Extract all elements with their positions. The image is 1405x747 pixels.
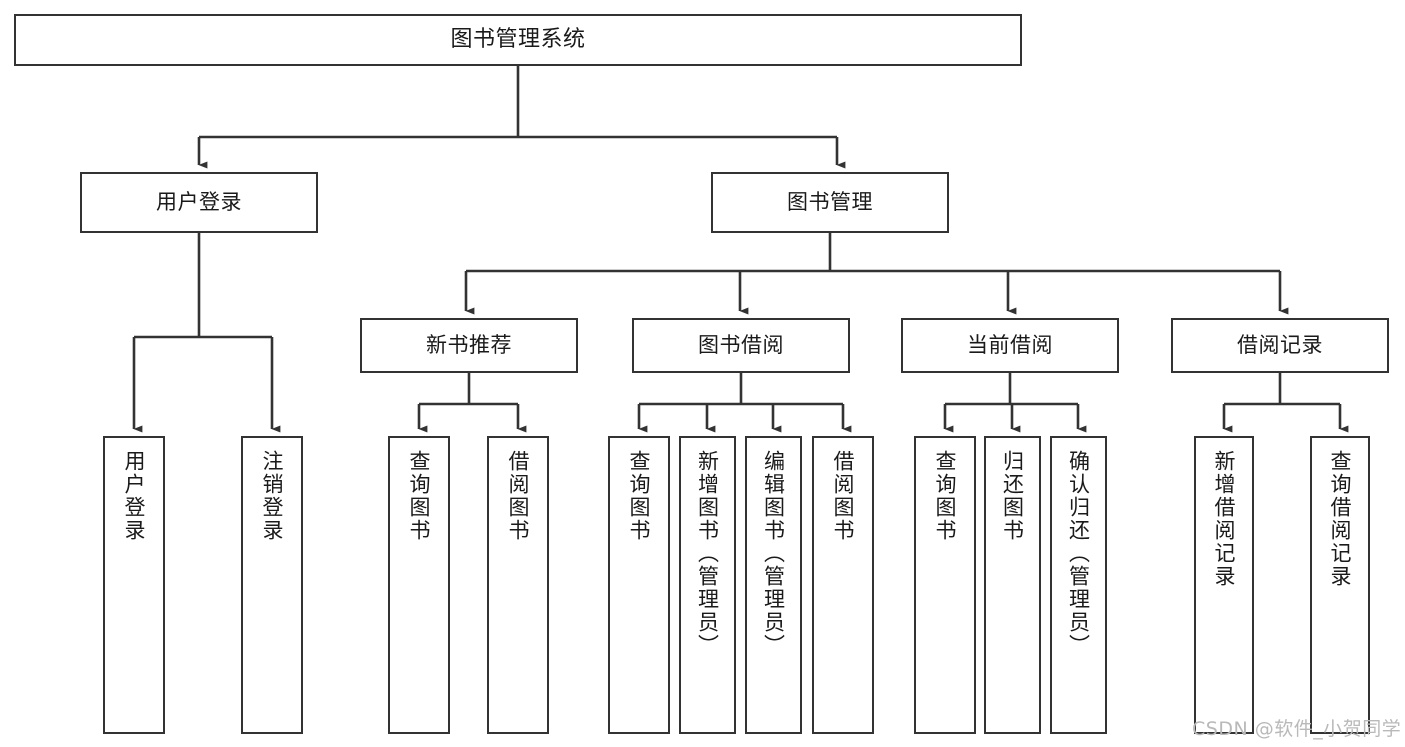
node-fn-return-book-label: 归还图书 <box>1000 450 1025 542</box>
node-fn-confirm-return[interactable]: 确认归还（管理员） <box>1050 436 1107 734</box>
edge-group-user-login <box>132 233 281 433</box>
edge-group-book-borrow <box>637 373 852 433</box>
node-root[interactable]: 图书管理系统 <box>14 14 1022 66</box>
node-fn-edit-book[interactable]: 编辑图书（管理员） <box>745 436 802 734</box>
node-fn-return-book[interactable]: 归还图书 <box>984 436 1041 734</box>
node-new-book-recommend[interactable]: 新书推荐 <box>360 318 578 373</box>
node-book-management-label: 图书管理 <box>787 190 873 215</box>
edge-group-borrow-record <box>1222 373 1349 433</box>
csdn-watermark: CSDN @软件_小贺同学 <box>1192 718 1402 740</box>
node-fn-query-book-recommend[interactable]: 查询图书 <box>388 436 450 734</box>
node-current-borrow-label: 当前借阅 <box>967 333 1053 358</box>
node-borrow-record-label: 借阅记录 <box>1237 333 1323 358</box>
node-fn-query-book-current[interactable]: 查询图书 <box>914 436 976 734</box>
node-fn-user-logout-label: 注销登录 <box>260 450 285 542</box>
node-fn-borrow-book-recommend-label: 借阅图书 <box>506 450 531 542</box>
node-fn-borrow-book[interactable]: 借阅图书 <box>812 436 874 734</box>
node-fn-confirm-return-label: 确认归还（管理员） <box>1066 450 1091 657</box>
node-new-book-recommend-label: 新书推荐 <box>426 333 512 358</box>
node-fn-query-borrow-record-label: 查询借阅记录 <box>1328 450 1353 588</box>
node-fn-query-book-current-label: 查询图书 <box>933 450 958 542</box>
node-fn-borrow-book-recommend[interactable]: 借阅图书 <box>487 436 549 734</box>
node-fn-user-logout[interactable]: 注销登录 <box>241 436 303 734</box>
edge-group-new-book-recommend <box>417 373 527 433</box>
node-fn-add-borrow-record[interactable]: 新增借阅记录 <box>1194 436 1254 734</box>
node-fn-add-borrow-record-label: 新增借阅记录 <box>1212 450 1237 588</box>
node-user-login-label: 用户登录 <box>156 190 242 215</box>
node-fn-query-book-recommend-label: 查询图书 <box>407 450 432 542</box>
node-current-borrow[interactable]: 当前借阅 <box>901 318 1119 373</box>
node-fn-add-book-label: 新增图书（管理员） <box>695 450 720 657</box>
node-book-borrow-label: 图书借阅 <box>698 333 784 358</box>
node-fn-add-book[interactable]: 新增图书（管理员） <box>679 436 736 734</box>
node-fn-edit-book-label: 编辑图书（管理员） <box>761 450 786 657</box>
edge-group-current-borrow <box>943 373 1087 433</box>
node-book-management[interactable]: 图书管理 <box>711 172 949 233</box>
node-fn-user-login-label: 用户登录 <box>122 450 147 542</box>
edge-group-root <box>197 66 846 169</box>
edge-group-book-management <box>464 233 1289 315</box>
node-book-borrow[interactable]: 图书借阅 <box>632 318 850 373</box>
node-borrow-record[interactable]: 借阅记录 <box>1171 318 1389 373</box>
node-fn-query-borrow-record[interactable]: 查询借阅记录 <box>1310 436 1370 734</box>
node-fn-query-book-borrow[interactable]: 查询图书 <box>608 436 670 734</box>
node-fn-borrow-book-label: 借阅图书 <box>831 450 856 542</box>
node-fn-user-login[interactable]: 用户登录 <box>103 436 165 734</box>
node-root-label: 图书管理系统 <box>450 27 586 53</box>
node-user-login[interactable]: 用户登录 <box>80 172 318 233</box>
node-fn-query-book-borrow-label: 查询图书 <box>627 450 652 542</box>
